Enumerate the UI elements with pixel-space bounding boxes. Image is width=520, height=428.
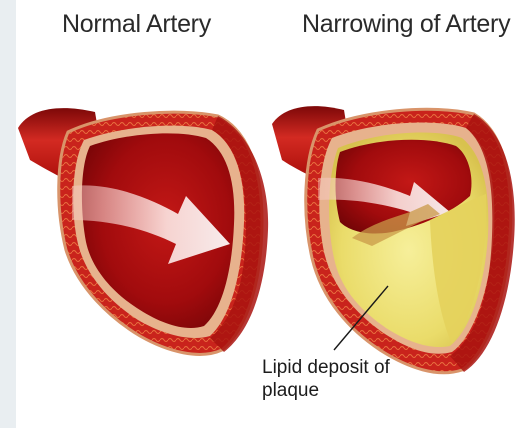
narrowed-artery xyxy=(272,106,515,373)
callout-line-2: plaque xyxy=(262,379,442,402)
callout-line-1: Lipid deposit of xyxy=(262,356,442,379)
normal-artery xyxy=(18,108,268,354)
plaque-callout-label: Lipid deposit of plaque xyxy=(262,356,442,402)
